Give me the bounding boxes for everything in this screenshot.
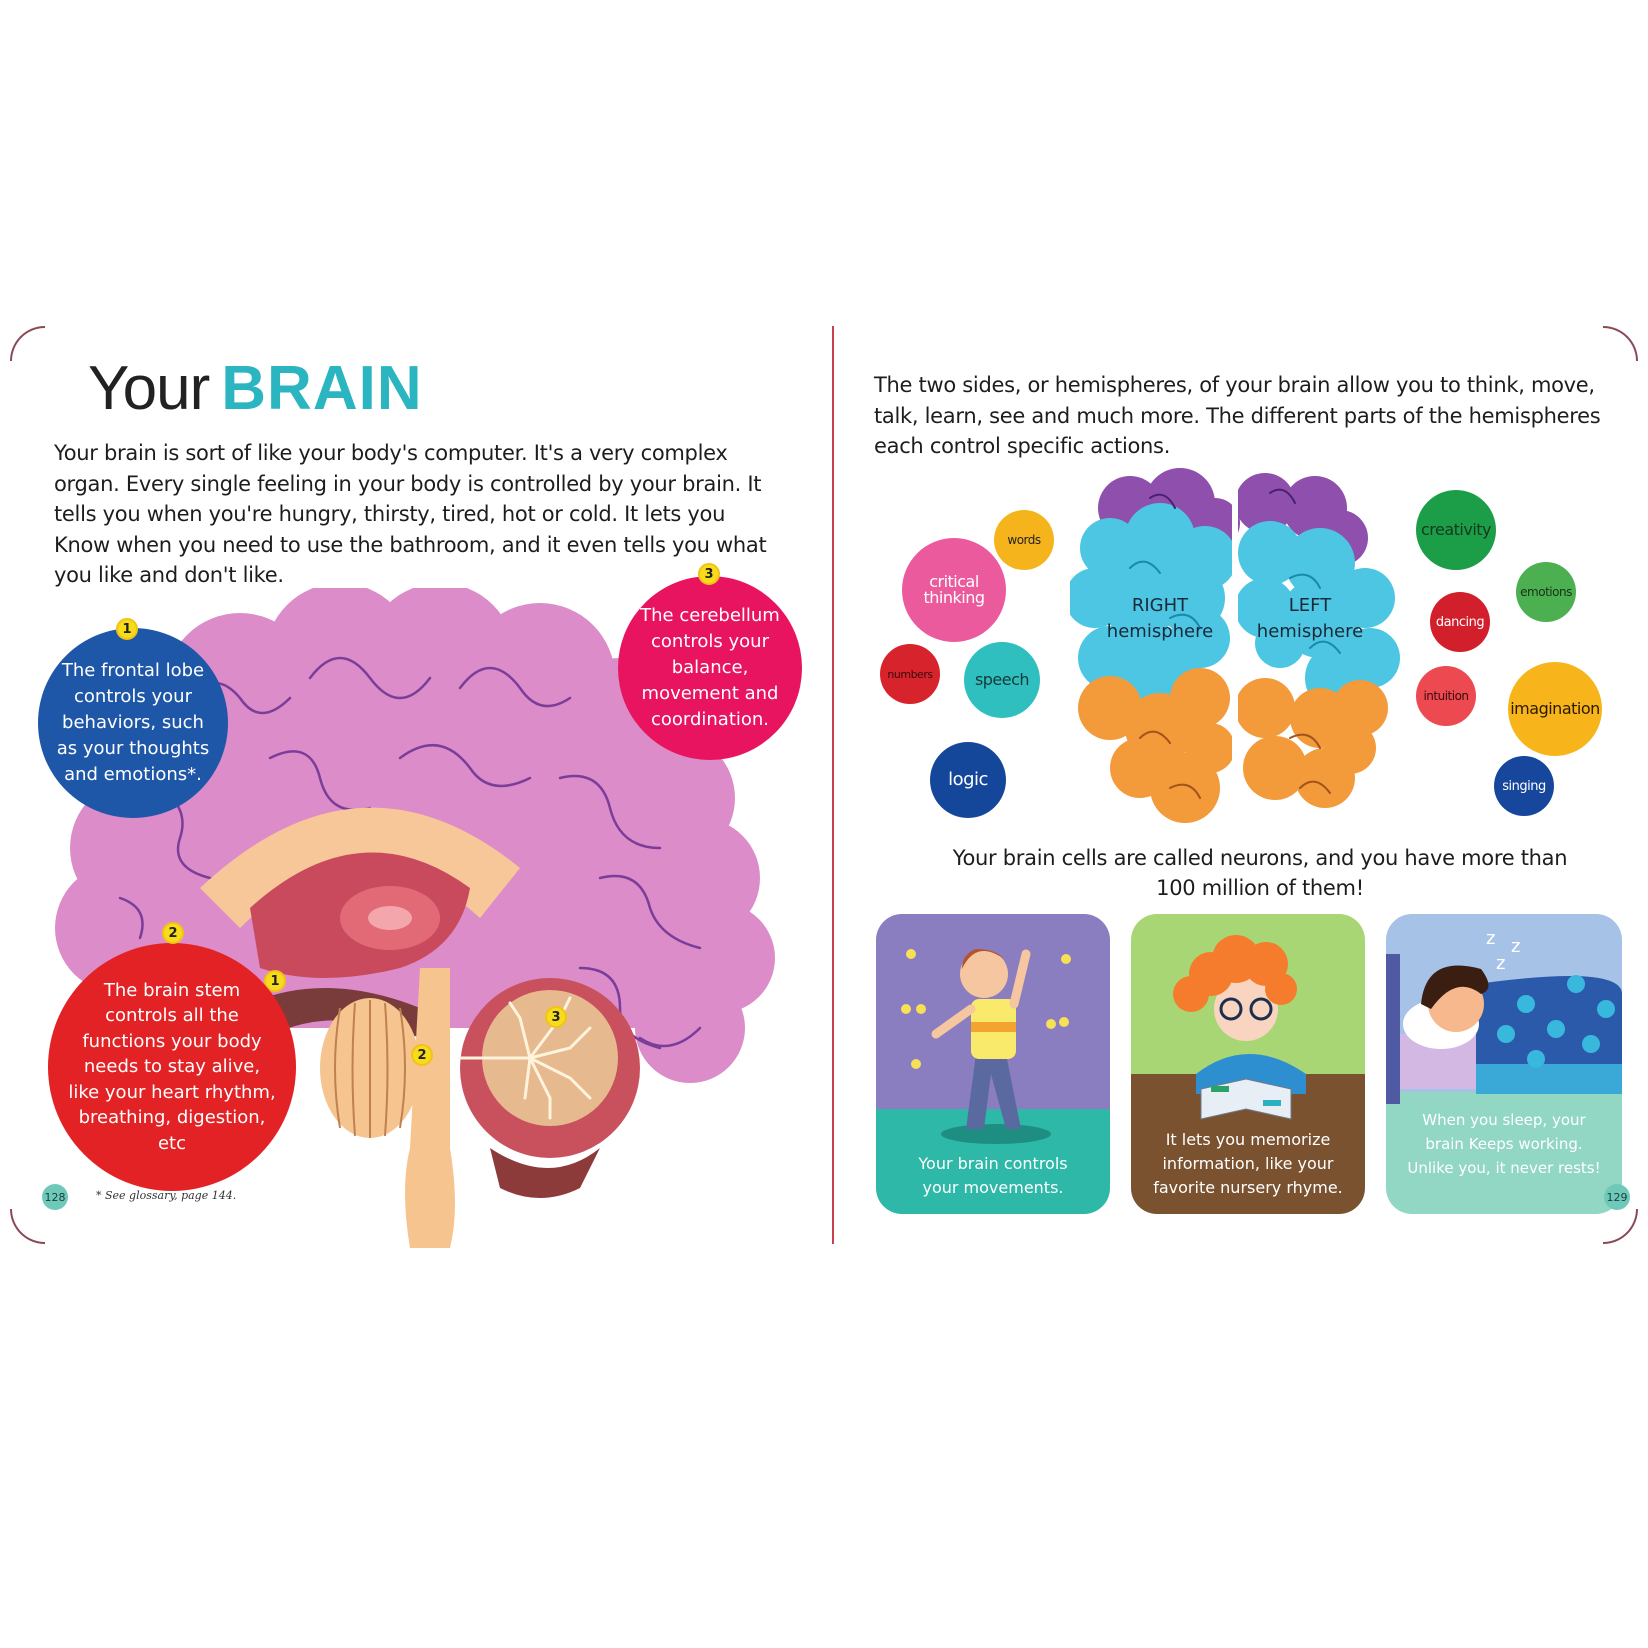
svg-text:z: z (1496, 953, 1505, 974)
tag-label: imagination (1510, 699, 1600, 718)
callout-brain-stem: The brain stem controls all the function… (48, 943, 296, 1191)
diagram-marker-3: 3 (545, 1006, 567, 1028)
reading-girl-illustration (1131, 914, 1365, 1214)
tag-intuition: intuition (1416, 666, 1476, 726)
page-number-right: 129 (1604, 1184, 1630, 1210)
tag-label: dancing (1435, 614, 1485, 630)
tag-emotions: emotions (1516, 562, 1576, 622)
right-label-title: RIGHT (1131, 595, 1189, 616)
svg-text:z: z (1486, 928, 1495, 949)
title-prefix: Your (88, 354, 210, 423)
tag-imagination: imagination (1508, 662, 1602, 756)
glossary-footnote: * See glossary, page 144. (96, 1189, 237, 1202)
tag-label: words (1007, 533, 1041, 547)
tag-label: critical thinking (923, 572, 985, 607)
tag-label: creativity (1420, 520, 1492, 539)
page-corner (10, 326, 45, 361)
title-main: BRAIN (221, 354, 423, 423)
tag-label: intuition (1423, 689, 1469, 703)
tag-label: singing (1502, 778, 1546, 794)
dancing-boy-illustration (876, 914, 1110, 1214)
callout-text: The frontal lobe controls your behaviors… (56, 660, 210, 785)
card-caption: When you sleep, your brain Keeps working… (1407, 1111, 1601, 1177)
left-label-sub: hemisphere (1256, 621, 1364, 642)
tag-label: emotions (1520, 585, 1572, 599)
callout-text: The brain stem controls all the function… (68, 979, 276, 1154)
tag-speech: speech (964, 642, 1040, 718)
neuron-fact: Your brain cells are called neurons, and… (952, 846, 1568, 900)
callout-number-3: 3 (698, 563, 720, 585)
brain-hemispheres-illustration (1070, 468, 1400, 838)
card-caption: Your brain controls your movements. (918, 1154, 1068, 1197)
callout-number-1: 1 (116, 618, 138, 640)
right-label-sub: hemisphere (1106, 621, 1214, 642)
intro-paragraph: Your brain is sort of like your body's c… (54, 441, 767, 587)
tag-numbers: numbers (880, 644, 940, 704)
card-movement: Your brain controls your movements. (876, 914, 1110, 1214)
sleeping-child-illustration: z z z (1386, 914, 1622, 1214)
tag-label: numbers (887, 667, 933, 681)
card-caption: It lets you memorize information, like y… (1153, 1130, 1343, 1197)
callout-text: The cerebellum controls your balance, mo… (640, 605, 780, 730)
right-hemisphere-label: RIGHT hemisphere (1105, 593, 1215, 645)
tag-critical-thinking: critical thinking (902, 538, 1006, 642)
diagram-marker-2: 2 (411, 1044, 433, 1066)
diagram-marker-1: 1 (264, 970, 286, 992)
page-gutter-divider (832, 326, 834, 1244)
callout-frontal-lobe: The frontal lobe controls your behaviors… (38, 628, 228, 818)
tag-label: speech (974, 670, 1030, 689)
tag-dancing: dancing (1430, 592, 1490, 652)
hemispheres-intro: The two sides, or hemispheres, of your b… (874, 373, 1601, 458)
left-label-title: LEFT (1288, 595, 1332, 616)
tag-singing: singing (1494, 756, 1554, 816)
tag-words: words (994, 510, 1054, 570)
card-memory: It lets you memorize information, like y… (1131, 914, 1365, 1214)
tag-creativity: creativity (1416, 490, 1496, 570)
page-number-left: 128 (42, 1184, 68, 1210)
tag-logic: logic (930, 742, 1006, 818)
callout-number-2: 2 (162, 922, 184, 944)
left-hemisphere-label: LEFT hemisphere (1255, 593, 1365, 645)
tag-label: logic (948, 769, 988, 790)
svg-text:z: z (1511, 936, 1520, 957)
card-sleep: z z z When you sleep, your brain Keeps w… (1386, 914, 1622, 1214)
callout-cerebellum: The cerebellum controls your balance, mo… (618, 576, 802, 760)
